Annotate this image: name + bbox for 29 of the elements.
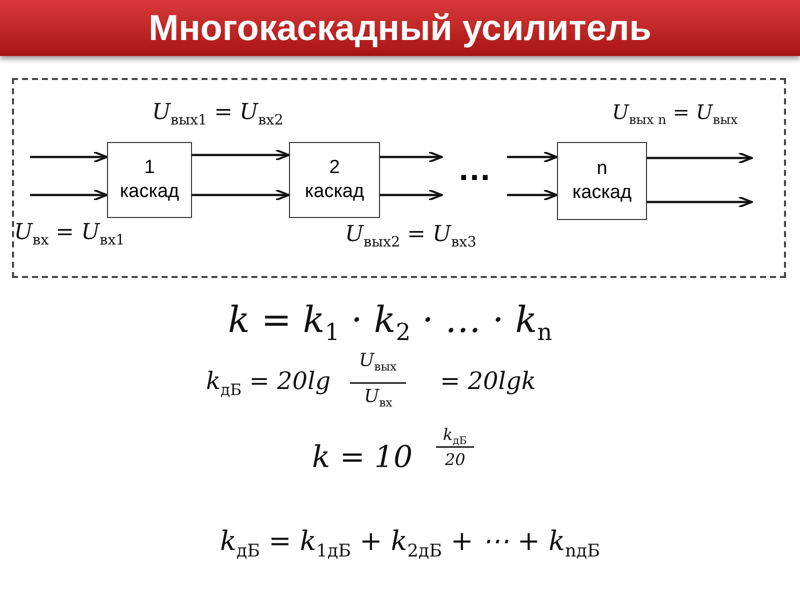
voltage-label: U$_{вых2}$ = U$_{вх3}$ [345,222,476,250]
title-banner: Многокаскадный усилитель [0,0,800,56]
formula: U$_{вх}$ [364,386,392,410]
voltage-label: U$_{вх}$ = U$_{вх1}$ [14,220,125,248]
formula: 20 [445,450,466,469]
arrow [30,189,108,201]
arrow [192,149,290,161]
arrow [507,189,558,201]
stage-box: 2 каскад [289,142,380,218]
formula: k = 10 [312,440,413,475]
arrow [380,151,443,163]
formula: k$_{дБ}$ = k$_{1дБ}$ + k$_{2дБ}$ + ⋯ + k$_{nдБ}$ [220,525,600,562]
arrow [647,152,753,164]
stage-box: 1 каскад [107,142,192,218]
formula: U$_{вых}$ [359,350,397,374]
ellipsis-text: … [442,150,507,190]
stage-box: n каскад [557,142,647,220]
arrow [30,151,108,163]
formula: k = k$_{1}$ · k$_{2}$ · … · k$_{n}$ [228,300,552,346]
arrow [380,189,443,201]
dashed-frame [12,78,786,278]
arrow [192,189,290,201]
formula: = 20lgk [440,367,536,395]
formula: k$_{дБ}$ = 20lg [206,367,331,399]
formula: k$_{дБ}$ [443,425,467,448]
voltage-label: U$_{вых1}$ = U$_{вх2}$ [152,100,284,128]
arrow [507,151,558,163]
voltage-label: U$_{вых n}$ = U$_{вых}$ [612,100,738,128]
arrow [647,196,753,208]
